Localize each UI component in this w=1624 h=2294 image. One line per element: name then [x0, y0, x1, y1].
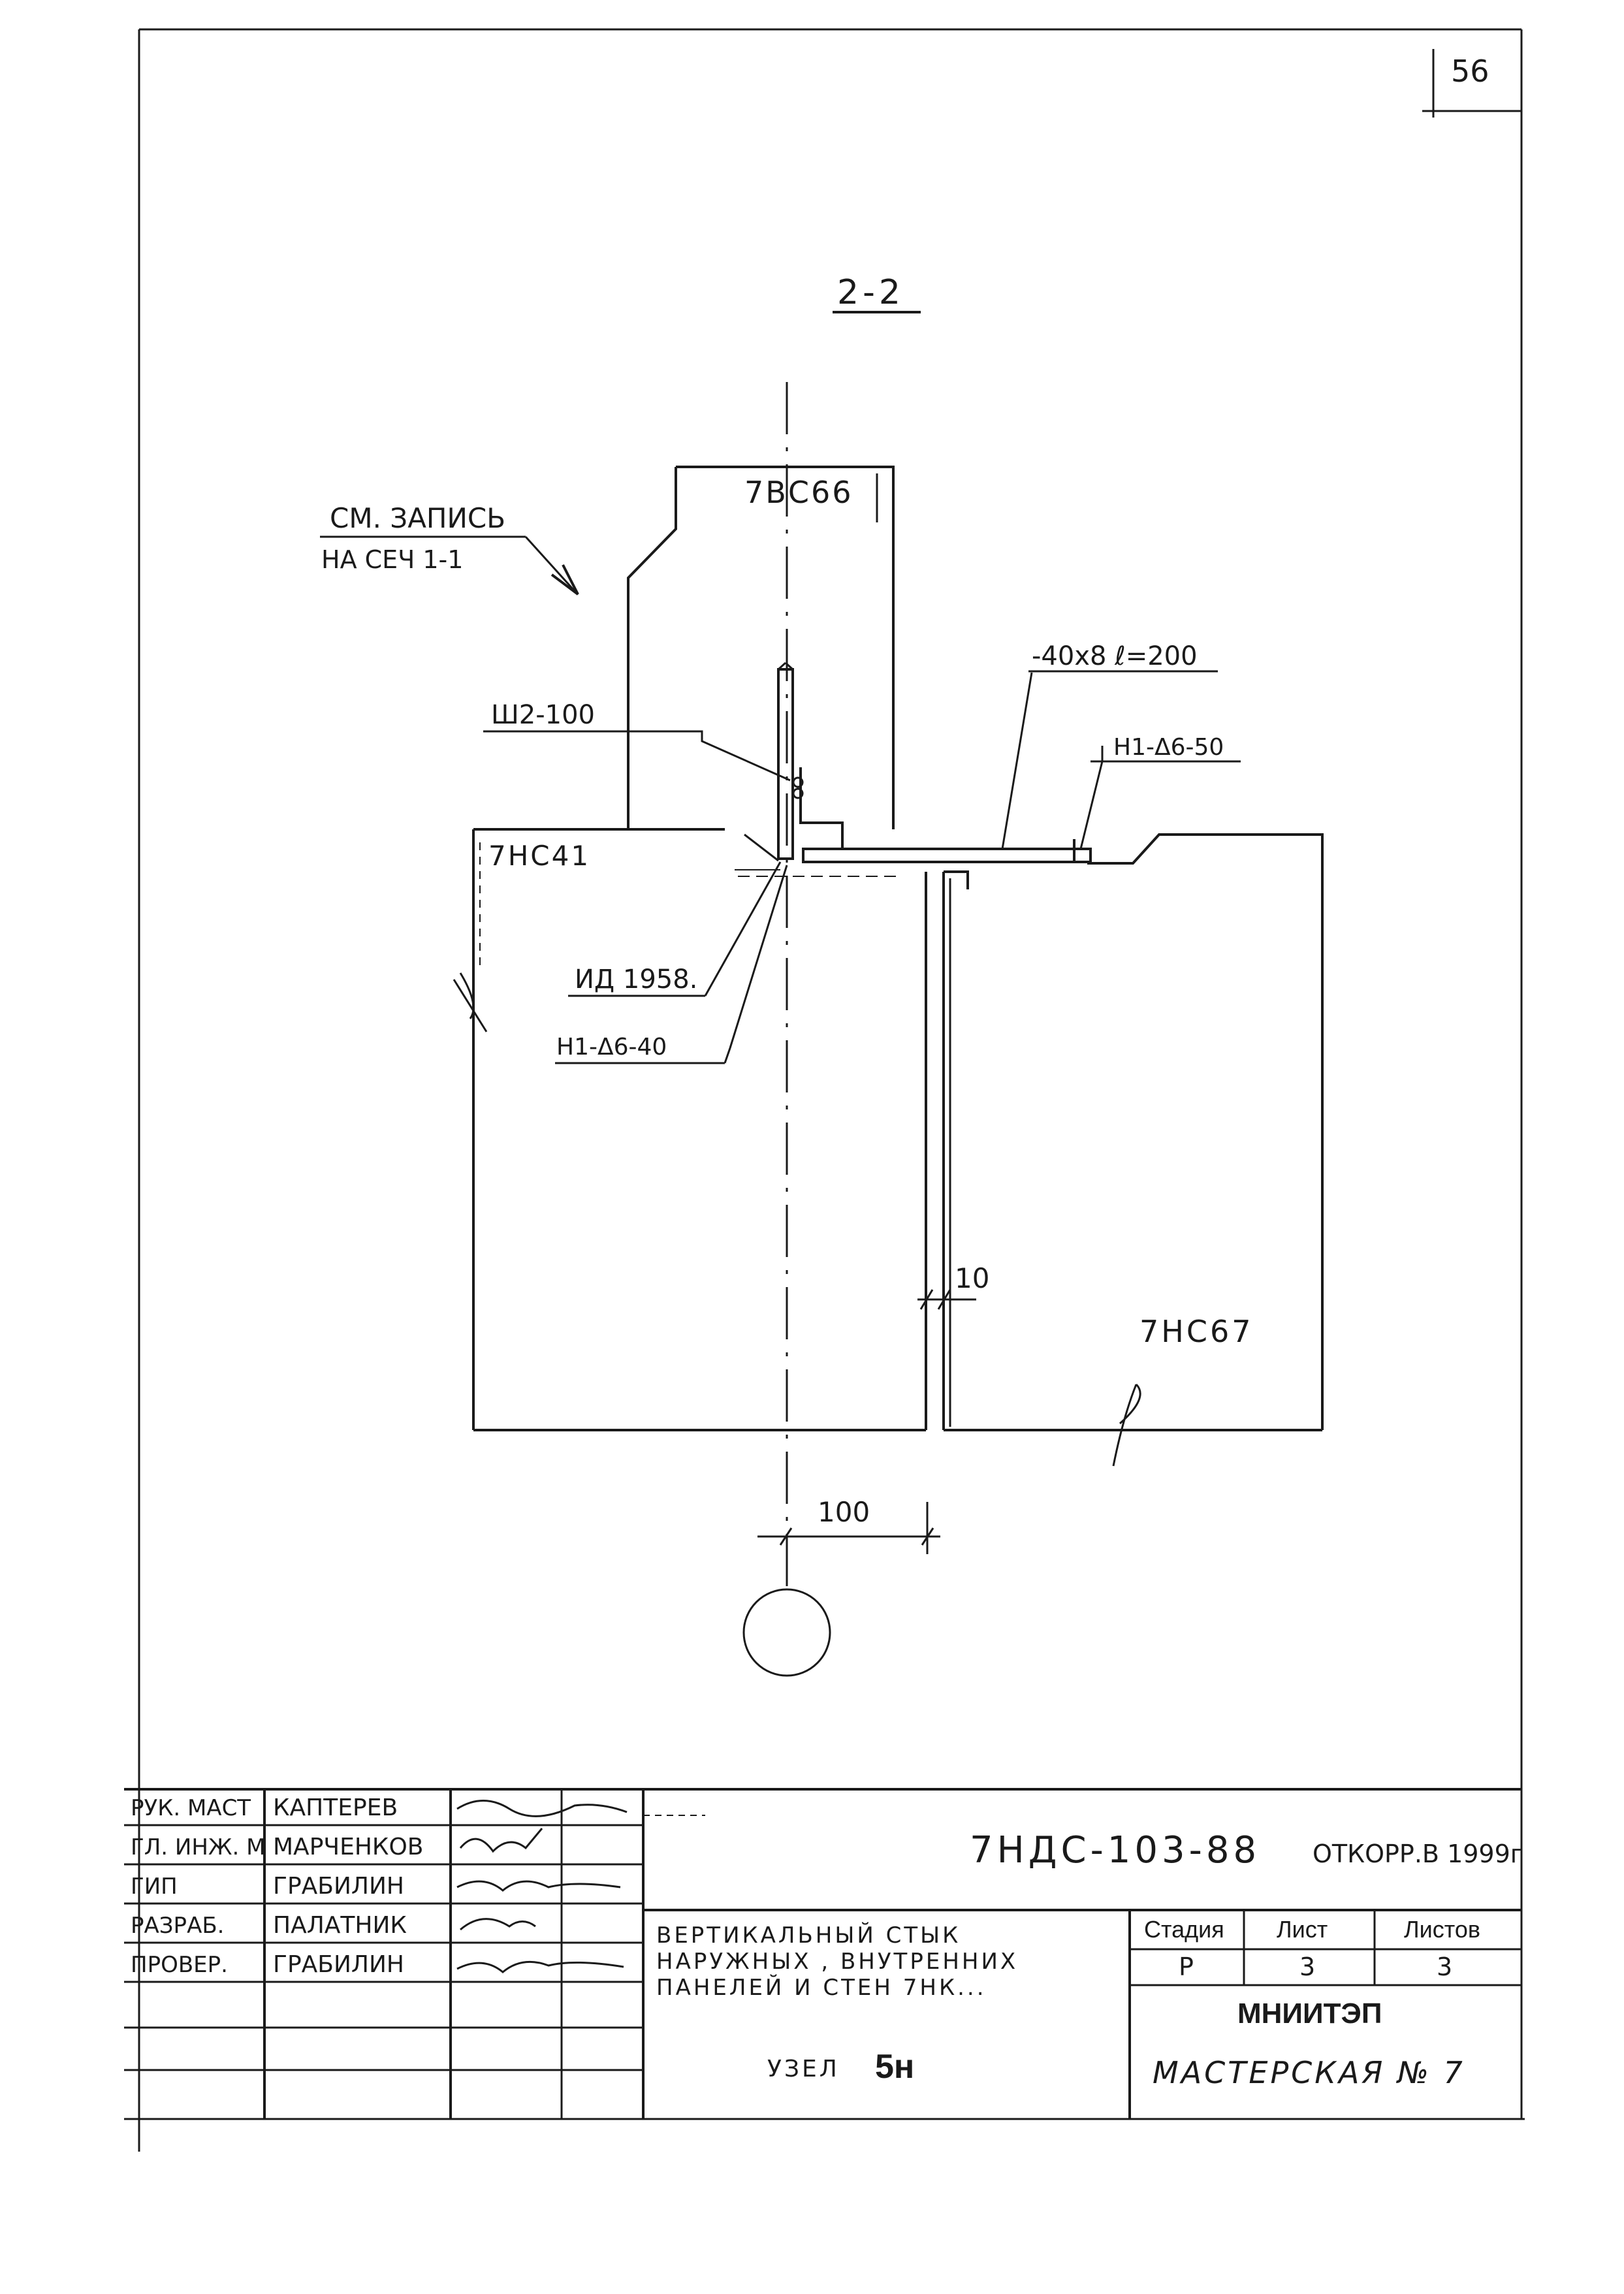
right-outer-panel-label: 7НС67 — [1139, 1314, 1254, 1349]
weld-top-callout: Н1-Δ6-50 — [1113, 734, 1224, 761]
sheet-header: Лист — [1277, 1916, 1328, 1943]
organization: МНИИТЭП — [1237, 1998, 1382, 2030]
right-outer-panel — [942, 833, 1324, 1431]
sheets-value: 3 — [1437, 1952, 1452, 1981]
role-4: РАЗРАБ. — [131, 1913, 224, 1939]
gap-dimension — [917, 1289, 976, 1310]
node-number: 5н — [875, 2048, 914, 2086]
role-2: ГЛ. ИНЖ. М — [131, 1834, 266, 1860]
inner-wall-panel-label: 7ВС66 — [744, 475, 853, 510]
description-line-2: НАРУЖНЫХ , ВНУТРЕННИХ — [656, 1949, 1018, 1975]
offset-dimension — [757, 1502, 940, 1554]
weld-bottom-callout: Н1-Δ6-40 — [556, 1034, 667, 1060]
description-line-3: ПАНЕЛЕЙ И СТЕН 7НК... — [656, 1974, 987, 2001]
correction-note: ОТКОРР.В 1999г — [1313, 1840, 1523, 1868]
axis-marker-circle — [742, 1588, 831, 1677]
note-line-1: СМ. ЗАПИСЬ — [330, 502, 505, 534]
name-2: МАРЧЕНКОВ — [273, 1834, 423, 1860]
gap-dimension-value: 10 — [955, 1262, 989, 1294]
section-title: 2-2 — [837, 273, 904, 312]
leader-arrow-icon — [550, 564, 579, 596]
sheets-header: Листов — [1404, 1916, 1480, 1943]
name-4: ПАЛАТНИК — [273, 1912, 407, 1939]
anchor-callout: Ш2-100 — [491, 700, 595, 730]
joint-steel-plate — [735, 661, 1092, 877]
stage-value: Р — [1179, 1952, 1194, 1981]
name-1: КАПТЕРЕВ — [273, 1794, 398, 1821]
see-note-callout: СМ. ЗАПИСЬ НА СЕЧ 1-1 — [320, 502, 579, 596]
stage-header: Стадия — [1144, 1916, 1224, 1943]
left-outer-panel — [472, 828, 927, 1431]
sheet-value: 3 — [1299, 1952, 1315, 1981]
name-3: ГРАБИЛИН — [273, 1873, 404, 1900]
note-line-2: НА СЕЧ 1-1 — [321, 545, 463, 574]
name-5: ГРАБИЛИН — [273, 1951, 404, 1978]
description-line-1: ВЕРТИКАЛЬНЫЙ СТЫК — [656, 1922, 961, 1949]
title-block-grid — [124, 1788, 1521, 2119]
left-outer-panel-label: 7НС41 — [488, 840, 590, 872]
node-prefix: УЗЕЛ — [767, 2056, 840, 2082]
detail-callout: ИД 1958. — [575, 964, 697, 995]
workshop: МАСТЕРСКАЯ № 7 — [1153, 2055, 1465, 2090]
role-1: РУК. МАСТ — [131, 1795, 251, 1821]
doc-code: 7НДС-103-88 — [970, 1829, 1260, 1872]
offset-dimension-value: 100 — [818, 1496, 870, 1528]
inner-wall-panel — [627, 466, 895, 829]
signatures — [456, 1800, 628, 1973]
role-5: ПРОВЕР. — [131, 1952, 228, 1978]
plate-callout: -40x8 ℓ=200 — [1032, 641, 1198, 671]
role-3: ГИП — [131, 1873, 178, 1900]
break-mark-left — [453, 972, 488, 1032]
break-mark-right — [1112, 1383, 1141, 1467]
page-number: 56 — [1451, 54, 1489, 89]
sheet-frame — [124, 28, 1525, 2152]
